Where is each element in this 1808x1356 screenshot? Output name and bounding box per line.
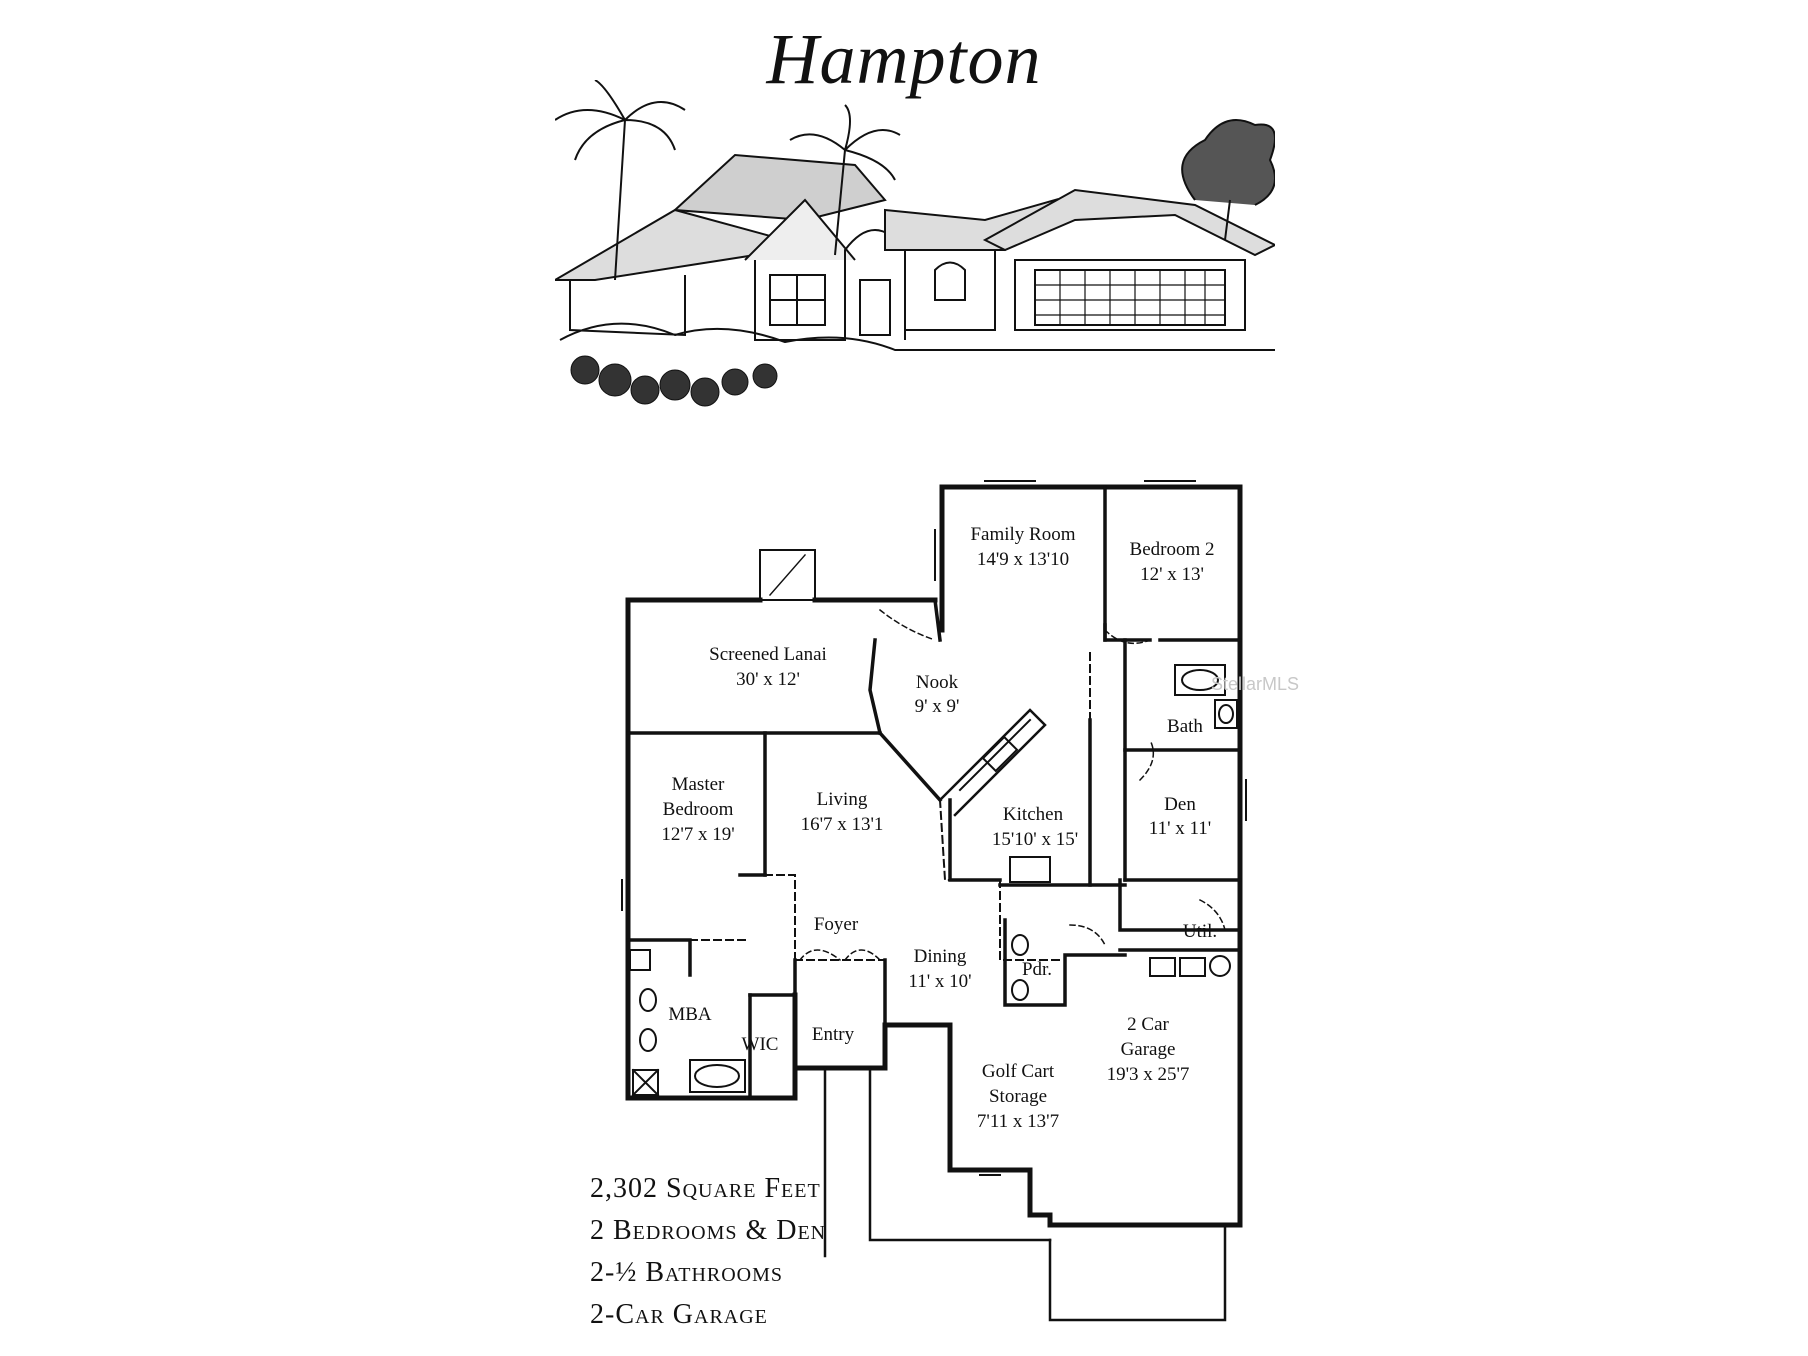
garage-label-2: Garage [1121, 1039, 1176, 1060]
master-label-2: Bedroom [663, 799, 734, 820]
garage-label-1: 2 Car [1127, 1014, 1169, 1035]
foyer-label: Foyer [814, 914, 859, 935]
nook-label: Nook [916, 672, 959, 693]
den-size: 11' x 11' [1149, 818, 1211, 839]
util-label: Util. [1183, 921, 1217, 942]
garage-size: 19'3 x 25'7 [1107, 1064, 1190, 1085]
wic-label: WIC [742, 1034, 779, 1055]
bath-label: Bath [1167, 716, 1203, 737]
living-label: Living [817, 789, 868, 810]
lanai-size: 30' x 12' [736, 669, 800, 690]
family-room-label: Family Room [970, 524, 1075, 545]
bedroom2-label: Bedroom 2 [1130, 539, 1215, 560]
dining-size: 11' x 10' [908, 971, 971, 992]
watermark: StellarMLS [1211, 674, 1299, 694]
spec-garage: 2-Car Garage [590, 1299, 768, 1330]
entry-label: Entry [812, 1024, 855, 1045]
master-size: 12'7 x 19' [661, 824, 734, 845]
plan-specs: 2,302 Square Feet 2 Bedrooms & Den 2-½ B… [590, 1168, 826, 1336]
living-size: 16'7 x 13'1 [801, 814, 884, 835]
house-rendering [555, 80, 1275, 407]
family-room-size: 14'9 x 13'10 [977, 549, 1069, 570]
kitchen-label: Kitchen [1003, 804, 1064, 825]
golf-cart-label-2: Storage [989, 1086, 1047, 1107]
golf-cart-label-1: Golf Cart [982, 1061, 1055, 1082]
plan-title: Hampton [766, 19, 1042, 99]
golf-cart-size: 7'11 x 13'7 [977, 1111, 1059, 1132]
kitchen-size: 15'10' x 15' [992, 829, 1078, 850]
pdr-label: Pdr. [1022, 959, 1052, 980]
dining-label: Dining [914, 946, 967, 967]
spec-square-feet: 2,302 Square Feet [590, 1173, 821, 1204]
spec-bedrooms: 2 Bedrooms & Den [590, 1215, 827, 1246]
bedroom2-size: 12' x 13' [1140, 564, 1204, 585]
lanai-label: Screened Lanai [709, 644, 827, 665]
den-label: Den [1164, 794, 1196, 815]
master-label-1: Master [672, 774, 725, 795]
spec-bathrooms: 2-½ Bathrooms [590, 1257, 784, 1288]
mba-label: MBA [668, 1004, 712, 1025]
nook-size: 9' x 9' [915, 696, 960, 717]
